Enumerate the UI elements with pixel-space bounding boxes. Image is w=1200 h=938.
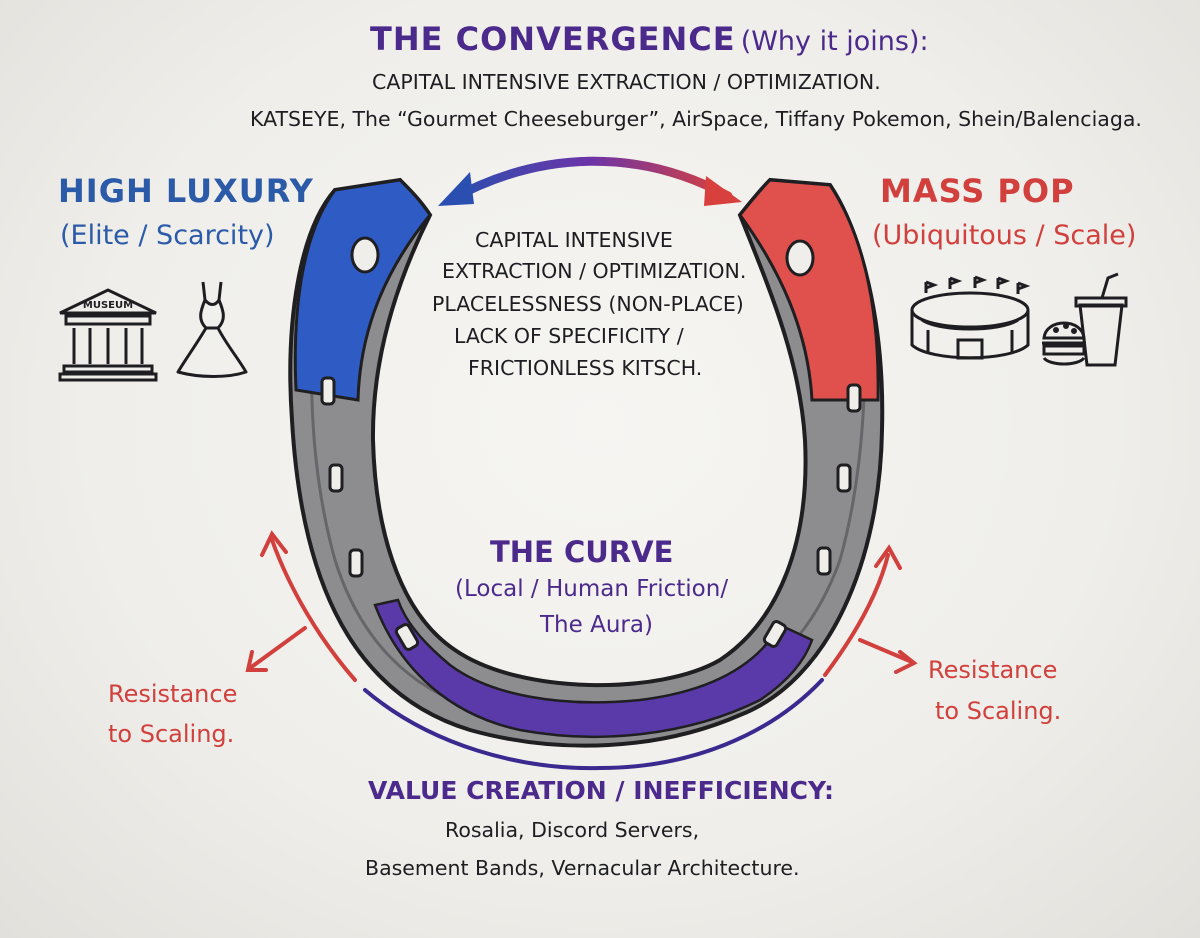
- mass-pop-subtitle: (Ubiquitous / Scale): [872, 220, 1137, 251]
- value-creation-title: VALUE CREATION / INEFFICIENCY:: [368, 776, 834, 805]
- value-creation-line-1: Rosalia, Discord Servers,: [445, 818, 700, 842]
- curve-line-2: The Aura): [540, 612, 653, 638]
- value-creation-line-2: Basement Bands, Vernacular Architecture.: [365, 856, 800, 880]
- resistance-arrows-left-icon: [245, 530, 357, 682]
- convergence-arrow-icon: [438, 156, 742, 206]
- curve-title: THE CURVE: [490, 535, 674, 569]
- value-creation-arc: [363, 678, 824, 771]
- mass-pop-title: MASS POP: [880, 172, 1075, 210]
- museum-icon: [58, 288, 158, 382]
- convergence-line-2: KATSEYE, The “Gourmet Cheeseburger”, Air…: [250, 107, 1142, 131]
- convergence-line-1: CAPITAL INTENSIVE EXTRACTION / OPTIMIZAT…: [372, 70, 881, 94]
- center-text-line-4: LACK OF SPECIFICITY /: [454, 324, 684, 348]
- resistance-arrows-right-icon: [823, 544, 918, 677]
- high-luxury-title: HIGH LUXURY: [58, 172, 314, 210]
- resistance-right-line-1: Resistance: [928, 656, 1058, 684]
- center-text-line-2: EXTRACTION / OPTIMIZATION.: [442, 259, 747, 283]
- convergence-title-main: THE CONVERGENCE: [370, 20, 736, 58]
- center-text-line-1: CAPITAL INTENSIVE: [475, 228, 673, 252]
- convergence-title-paren: (Why it joins):: [740, 26, 929, 57]
- center-text-line-5: FRICTIONLESS KITSCH.: [468, 356, 703, 380]
- horseshoe-icon: [288, 177, 885, 748]
- high-luxury-subtitle: (Elite / Scarcity): [60, 220, 275, 251]
- convergence-title: THE CONVERGENCE (Why it joins):: [370, 20, 929, 58]
- museum-sign-label: MUSEUM: [82, 300, 134, 311]
- dress-icon: [176, 281, 248, 378]
- burger-soda-icon: [1042, 272, 1128, 367]
- curve-line-1: (Local / Human Friction/: [455, 576, 729, 602]
- center-text-line-3: PLACELESSNESS (NON-PLACE): [432, 292, 744, 316]
- resistance-left-line-2: to Scaling.: [108, 720, 235, 748]
- resistance-left-line-1: Resistance: [108, 680, 238, 708]
- resistance-right-line-2: to Scaling.: [935, 697, 1062, 725]
- stadium-icon: [910, 275, 1031, 360]
